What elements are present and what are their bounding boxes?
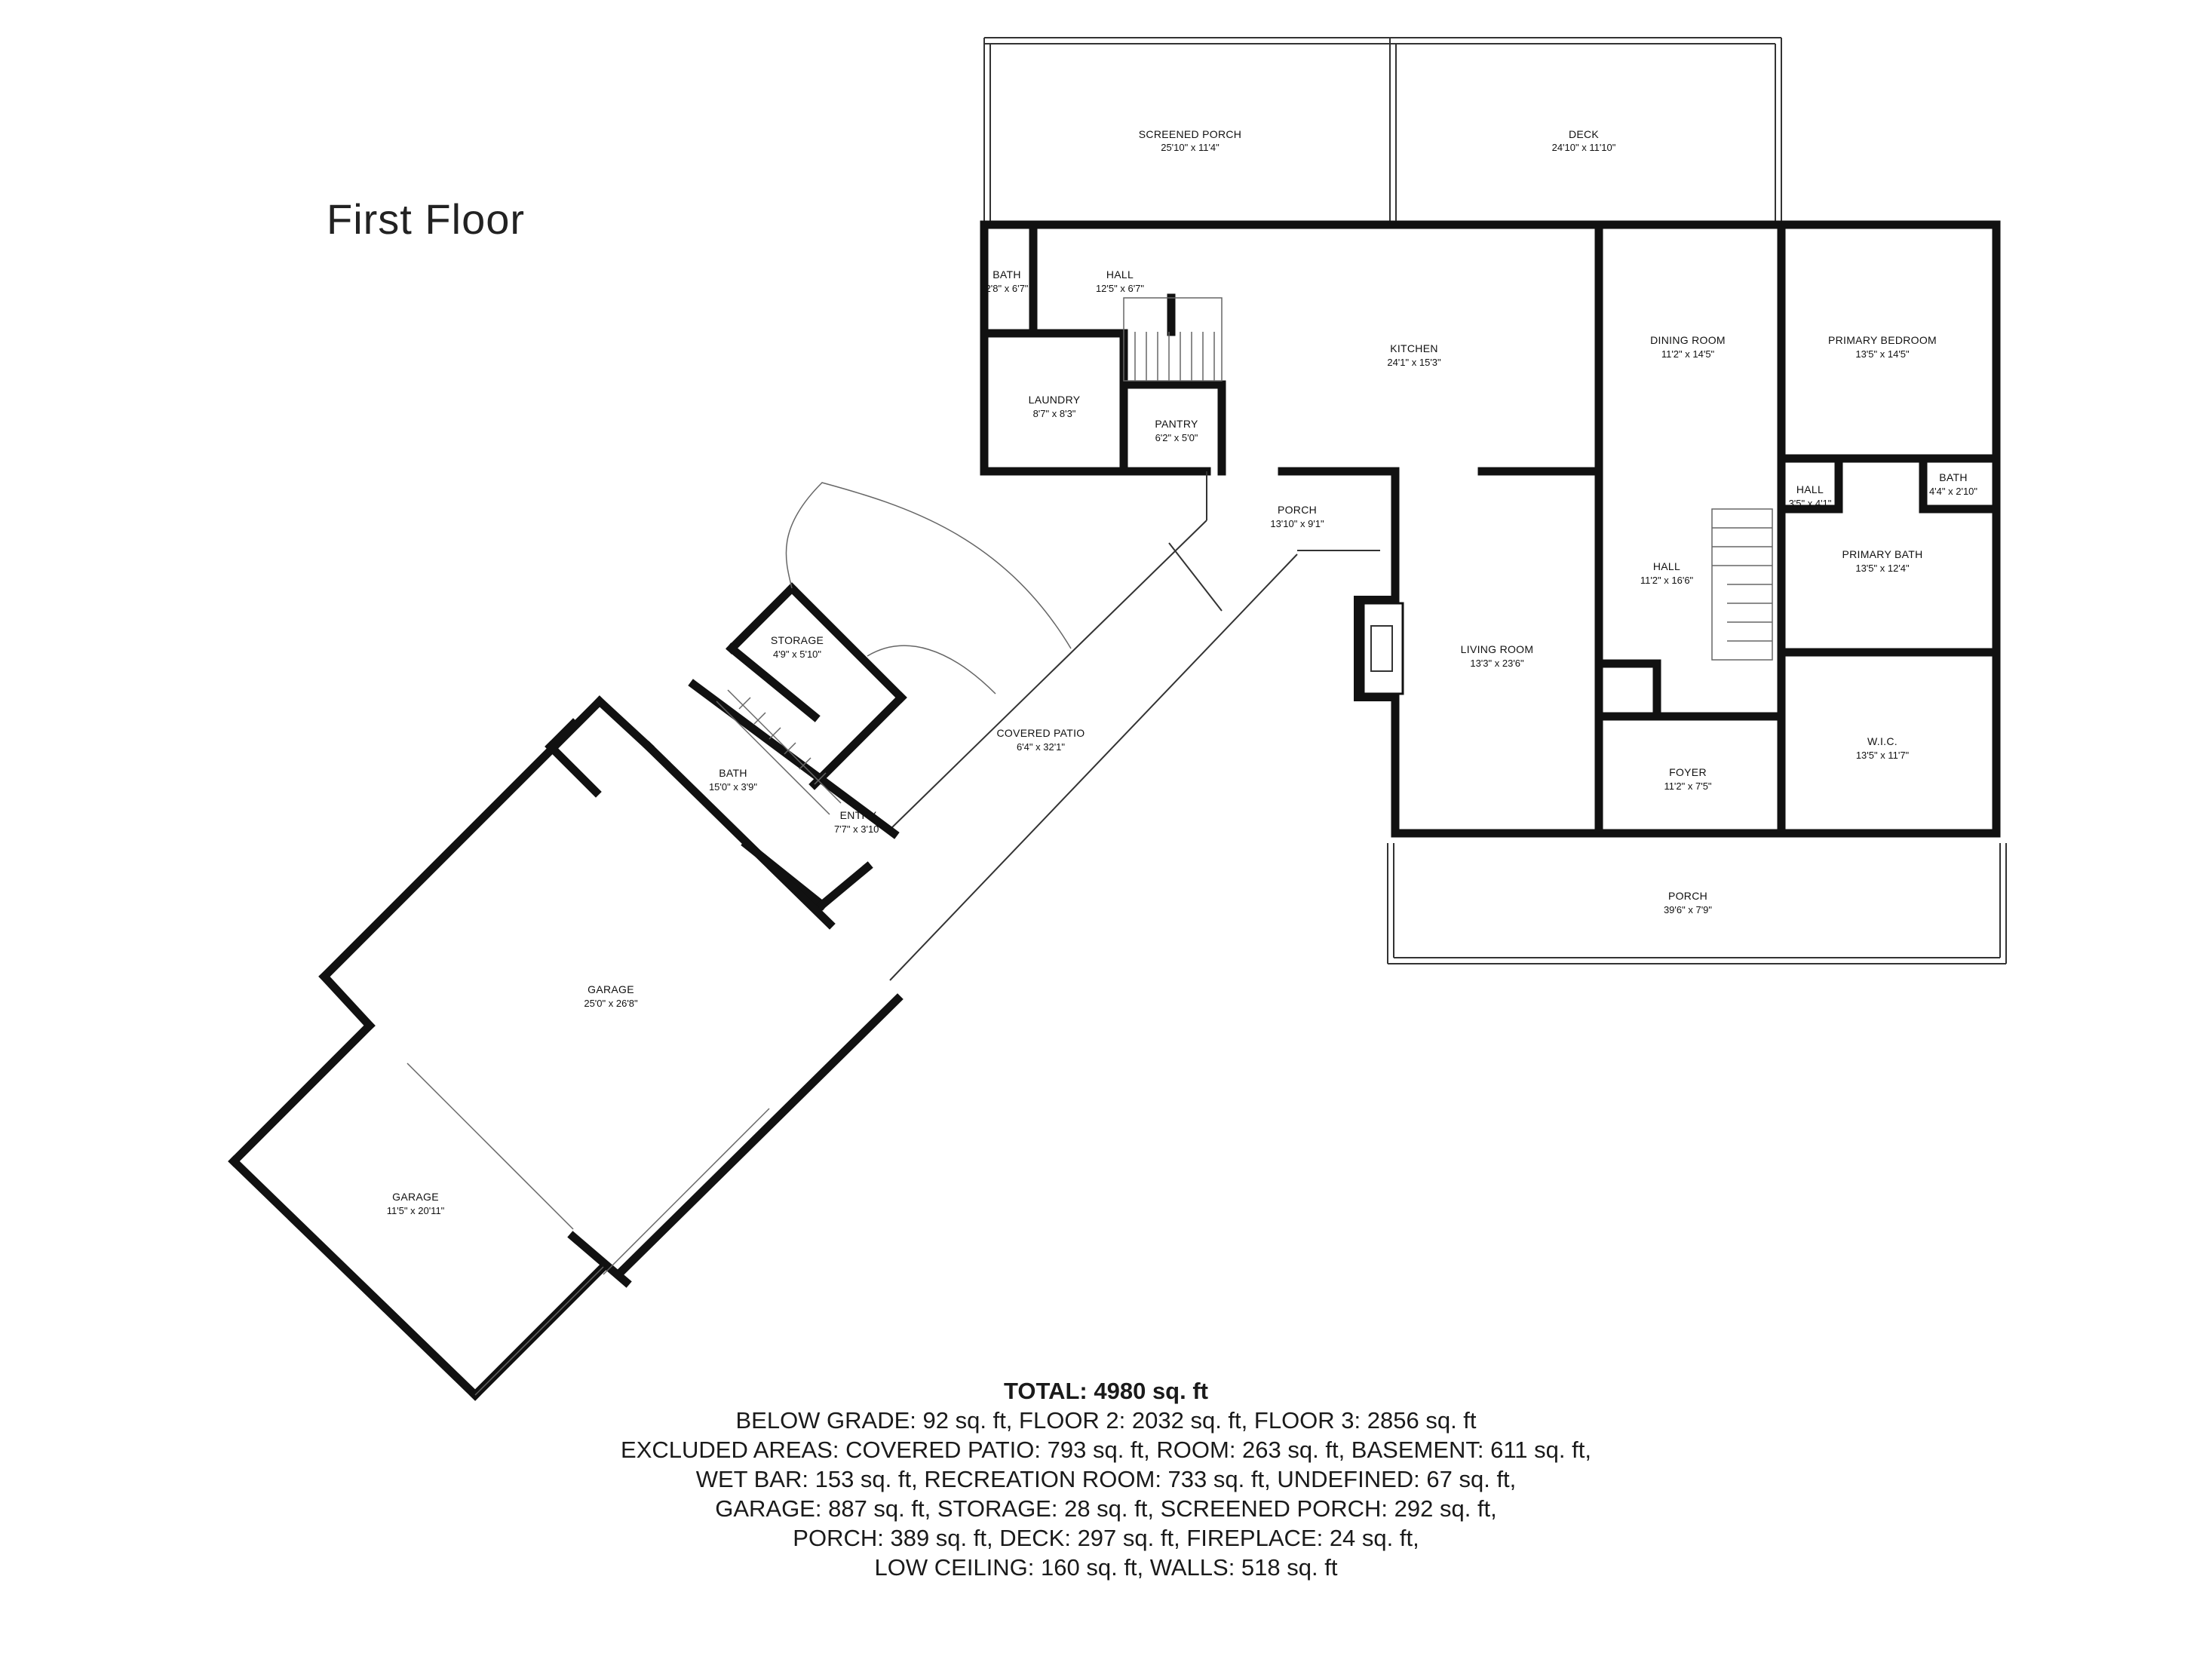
room-name: W.I.C. — [1867, 735, 1898, 747]
room-name: LAUNDRY — [1029, 394, 1081, 406]
room-name: PRIMARY BEDROOM — [1828, 334, 1937, 346]
room-name: HALL — [1796, 483, 1824, 495]
room-name: KITCHEN — [1390, 342, 1438, 354]
room-name: LIVING ROOM — [1461, 643, 1534, 655]
total-area: TOTAL: 4980 sq. ft — [1003, 1378, 1208, 1404]
room-name: GARAGE — [392, 1191, 439, 1203]
room-dims: 3'5" x 4'1" — [1789, 498, 1832, 509]
room-dims: 7'7" x 3'10" — [834, 823, 882, 835]
room-name: GARAGE — [588, 983, 634, 995]
stairs-entry — [716, 689, 842, 815]
room-labels: SCREENED PORCH 25'10" x 11'4" DECK 24'10… — [387, 128, 1978, 1216]
room-dims: 15'0" x 3'9" — [709, 781, 757, 793]
room-dims: 24'1" x 15'3" — [1387, 357, 1441, 368]
stairs-kitchen — [1123, 297, 1223, 382]
room-name: ENTRY — [840, 809, 877, 821]
room-name: DINING ROOM — [1650, 334, 1726, 346]
room-name: FOYER — [1669, 766, 1707, 778]
room-dims: 12'5" x 6'7" — [1096, 283, 1144, 294]
screened-porch-deck-outline — [983, 37, 1782, 223]
room-name: PORCH — [1668, 890, 1707, 902]
room-name: BATH — [719, 767, 747, 779]
area-summary: TOTAL: 4980 sq. ft BELOW GRADE: 92 sq. f… — [0, 1376, 2212, 1582]
room-dims: 6'2" x 5'0" — [1155, 432, 1198, 443]
room-dims: 4'9" x 5'10" — [773, 649, 821, 660]
summary-line: EXCLUDED AREAS: COVERED PATIO: 793 sq. f… — [621, 1437, 1591, 1463]
room-dims: 11'5" x 20'11" — [387, 1205, 445, 1216]
walkway-outline — [785, 482, 1072, 695]
room-name: BATH — [992, 268, 1021, 281]
room-dims: 8'7" x 8'3" — [1033, 408, 1076, 419]
room-dims: 11'2" x 16'6" — [1640, 575, 1694, 586]
summary-line: GARAGE: 887 sq. ft, STORAGE: 28 sq. ft, … — [715, 1495, 1497, 1522]
stairs-hall — [1711, 508, 1773, 661]
floor-title: First Floor — [327, 195, 525, 243]
garage-doors — [407, 1063, 770, 1396]
fireplace — [1354, 596, 1404, 701]
room-name: PANTRY — [1155, 418, 1198, 430]
room-dims: 6'4" x 32'1" — [1017, 741, 1065, 753]
room-dims: 13'5" x 14'5" — [1855, 348, 1910, 360]
room-dims: 25'0" x 26'8" — [584, 998, 638, 1009]
room-dims: 24'10" x 11'10" — [1552, 142, 1616, 153]
room-name: BATH — [1939, 471, 1968, 483]
room-dims: 2'8" x 6'7" — [986, 283, 1029, 294]
room-name: DECK — [1569, 128, 1599, 140]
room-name: PRIMARY BATH — [1842, 548, 1922, 560]
room-dims: 13'10" x 9'1" — [1270, 518, 1324, 529]
room-dims: 13'5" x 11'7" — [1856, 750, 1910, 761]
room-name: HALL — [1106, 268, 1134, 281]
room-dims: 25'10" x 11'4" — [1161, 142, 1220, 153]
side-porch-outline — [1206, 471, 1380, 551]
room-dims: 11'2" x 7'5" — [1664, 780, 1711, 792]
room-name: STORAGE — [771, 634, 824, 646]
room-dims: 4'4" x 2'10" — [1929, 486, 1977, 497]
summary-line: BELOW GRADE: 92 sq. ft, FLOOR 2: 2032 sq… — [735, 1407, 1477, 1434]
room-dims: 13'5" x 12'4" — [1855, 563, 1910, 574]
room-dims: 13'3" x 23'6" — [1470, 658, 1524, 669]
room-dims: 39'6" x 7'9" — [1664, 904, 1712, 915]
summary-line: PORCH: 389 sq. ft, DECK: 297 sq. ft, FIR… — [793, 1525, 1419, 1551]
room-name: SCREENED PORCH — [1139, 128, 1241, 140]
summary-line: WET BAR: 153 sq. ft, RECREATION ROOM: 73… — [695, 1466, 1517, 1492]
front-porch-outline — [1387, 843, 2007, 964]
room-dims: 11'2" x 14'5" — [1661, 348, 1715, 360]
garage-walls — [228, 695, 904, 1401]
room-name: PORCH — [1278, 504, 1317, 516]
house-walls — [980, 220, 2001, 838]
covered-patio-outline — [889, 520, 1298, 981]
room-name: HALL — [1653, 560, 1680, 572]
summary-line: LOW CEILING: 160 sq. ft, WALLS: 518 sq. … — [874, 1554, 1338, 1581]
room-name: COVERED PATIO — [997, 727, 1085, 739]
